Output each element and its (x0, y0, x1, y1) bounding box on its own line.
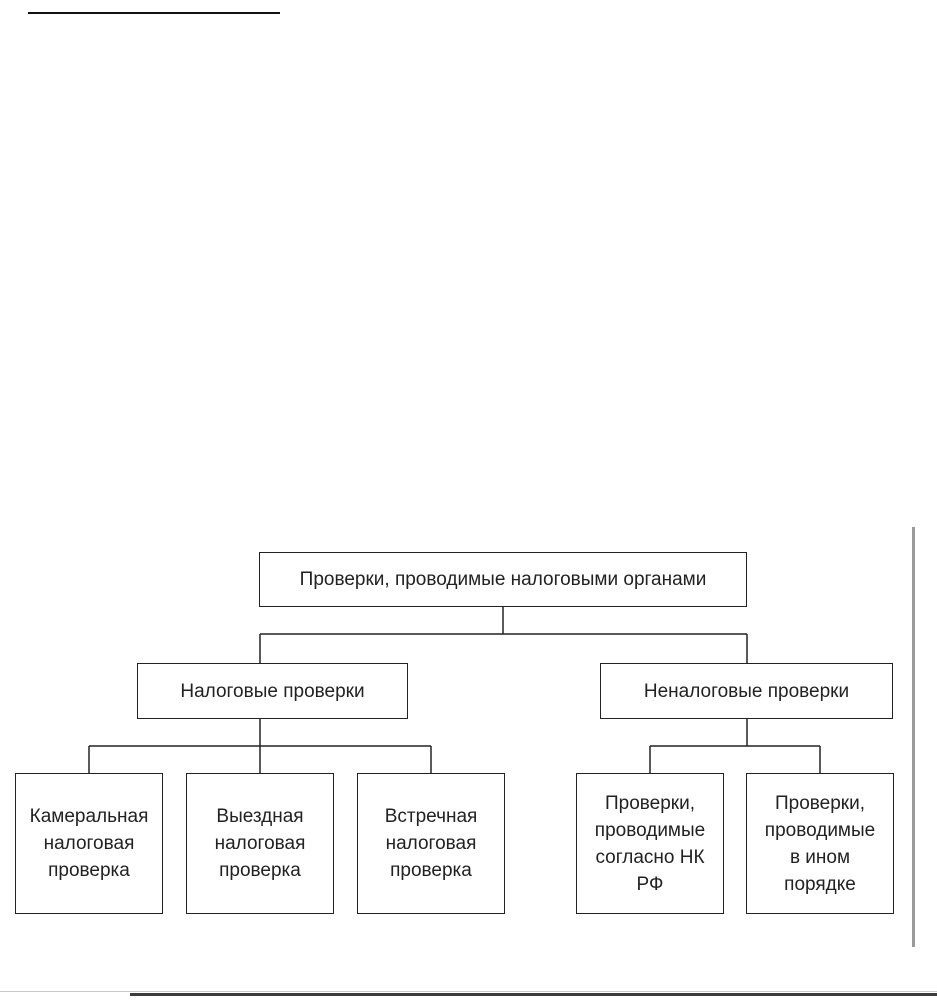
desk-audit-node: Камеральная налоговая проверка (15, 773, 163, 914)
top-rule (28, 12, 280, 14)
tax-code-audit-node: Проверки, проводимые согласно НК РФ (576, 773, 724, 914)
counter-audit-node: Встречная налоговая проверка (357, 773, 505, 914)
right-margin-bar (912, 527, 915, 947)
other-order-audit-node: Проверки, проводимые в ином порядке (746, 773, 894, 914)
field-audit-node: Выездная налоговая проверка (186, 773, 334, 914)
non-tax-audits-node: Неналоговые проверки (600, 663, 893, 719)
bottom-rule-thick (130, 993, 937, 996)
bottom-rule-thin (0, 991, 937, 992)
tax-audits-node: Налоговые проверки (137, 663, 408, 719)
root-node: Проверки, проводимые налоговыми органами (259, 552, 747, 607)
